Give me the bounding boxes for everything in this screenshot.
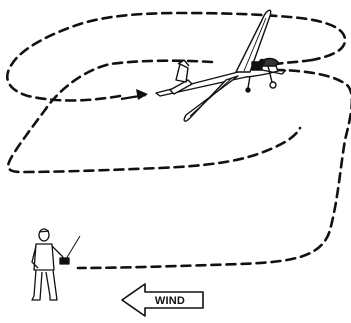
glider-aircraft <box>155 9 287 122</box>
pilot-figure <box>31 228 81 301</box>
wind-arrow: WIND <box>121 283 204 317</box>
upper-flight-loop <box>6 11 347 102</box>
left-descent-path <box>6 59 302 174</box>
upper-flight-loop-return <box>274 58 314 66</box>
flight-direction-arrow <box>120 89 148 101</box>
wind-label: WIND <box>155 295 185 307</box>
lower-flight-loop <box>76 68 351 270</box>
